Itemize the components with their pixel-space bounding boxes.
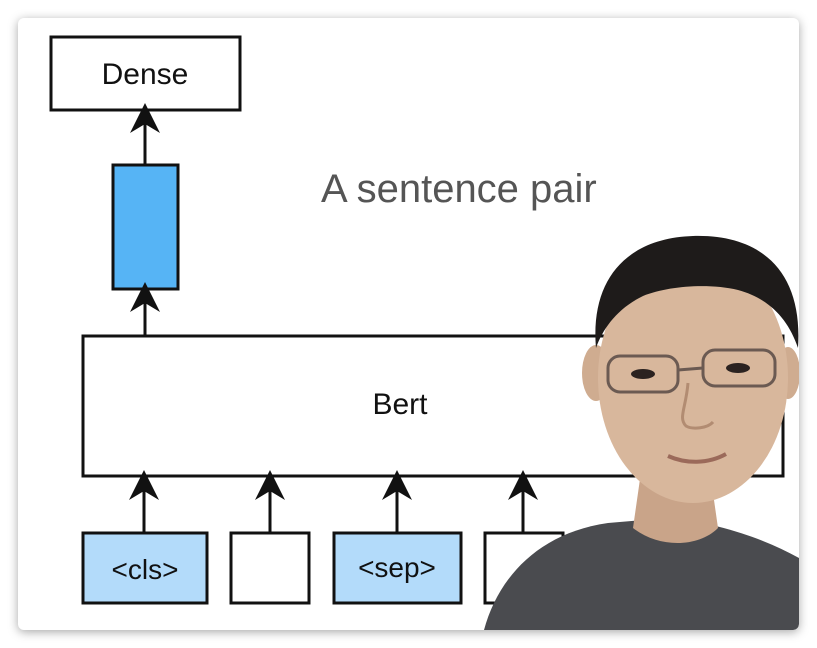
- slide-frame: Dense A sentence pair Bert <cls> <sep>: [18, 18, 799, 630]
- presenter-video-icon: [484, 235, 799, 630]
- token-label-sep: <sep>: [358, 552, 436, 583]
- slide-title: A sentence pair: [321, 167, 597, 211]
- token-label-cls: <cls>: [112, 554, 179, 585]
- dense-label: Dense: [102, 58, 189, 91]
- bert-label: Bert: [372, 388, 428, 421]
- bert-diagram: Dense A sentence pair Bert <cls> <sep>: [49, 35, 799, 630]
- token-box-sep: [332, 531, 463, 605]
- dense-box: [49, 35, 242, 112]
- token-box-2: [229, 531, 311, 605]
- cls-output-vector: [111, 163, 180, 291]
- token-box-cls: [81, 531, 209, 605]
